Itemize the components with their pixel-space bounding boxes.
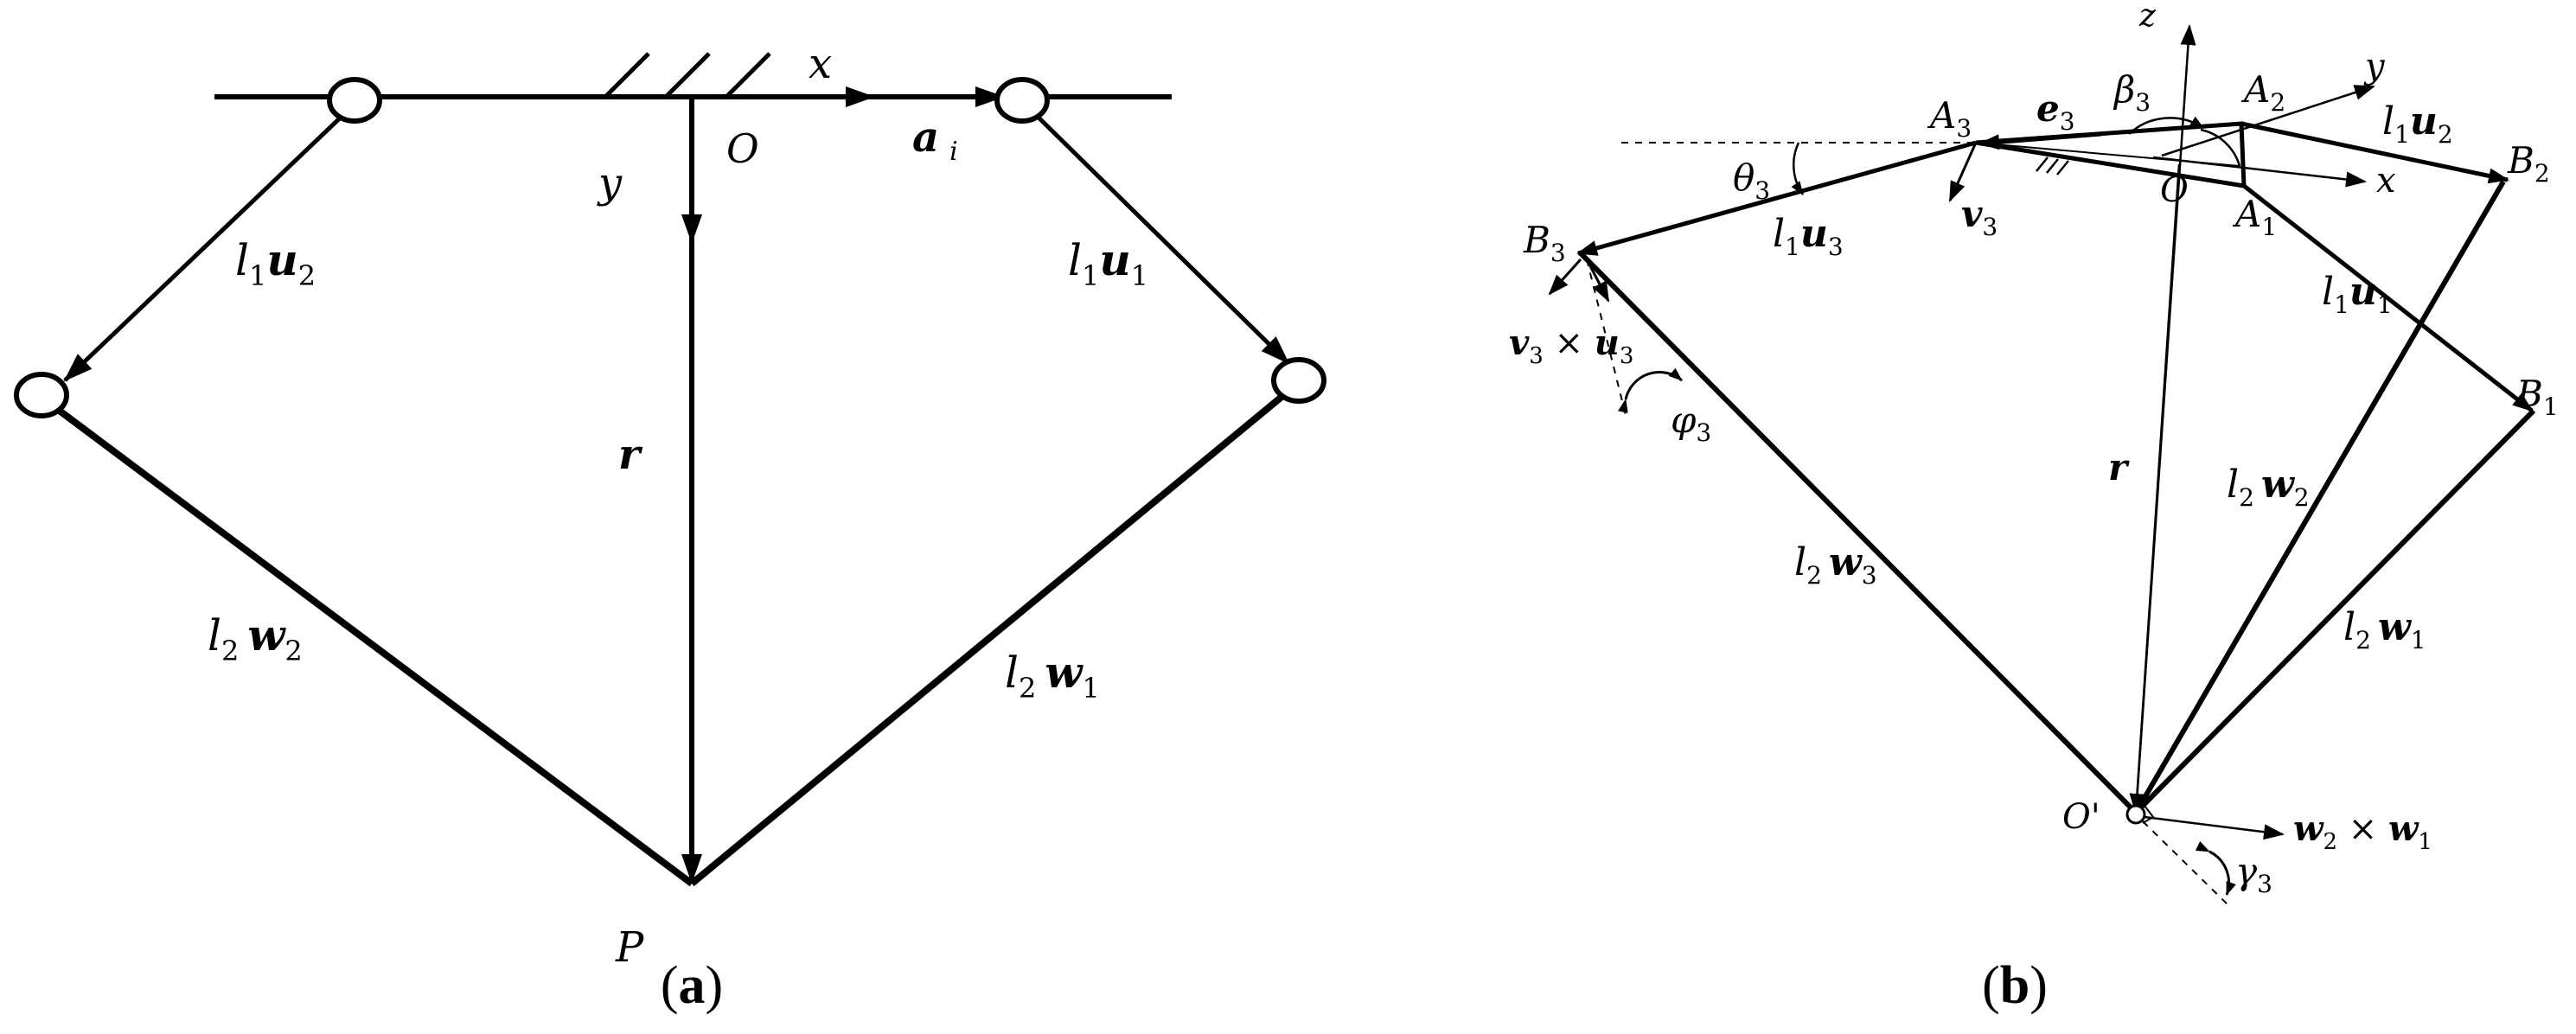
label-origin-b: O: [2160, 170, 2189, 210]
label-l1u2-b: l1u2: [2382, 99, 2453, 149]
origin-prime-joint: [2125, 804, 2146, 825]
label-e3: e3: [2036, 87, 2075, 136]
r-vector-b: [2129, 163, 2181, 814]
label-x-axis-b: x: [2376, 161, 2396, 201]
l1u2-link-b: [2240, 121, 2509, 184]
label-theta3: θ3: [1733, 156, 1770, 205]
v3xu3-arrow: [1585, 258, 1610, 303]
beta3-arc-2: [2200, 128, 2241, 167]
label-b1: B1: [2515, 373, 2559, 421]
l1u2-link: [63, 111, 348, 382]
label-l1u1-b: l1u1: [2322, 270, 2393, 319]
l2w1-link: [689, 390, 1288, 887]
l1u1-link-b: [2242, 184, 2534, 412]
label-a1: A1: [2232, 193, 2277, 241]
v3-arrow: [1948, 142, 1978, 202]
ground-hatch-b: [2036, 156, 2069, 176]
base-triangle: [1975, 121, 2247, 188]
ground-hatch: [604, 52, 771, 99]
l2w1-link-b: [2133, 408, 2536, 815]
x-axis-arrow-b: [2152, 156, 2367, 188]
theta3-arc: [1791, 142, 1805, 195]
label-a3: A3: [1927, 94, 1972, 143]
l2w2-link: [51, 403, 694, 887]
label-l1u1: l1u1: [1068, 234, 1148, 292]
right-angle-mark: [2142, 805, 2155, 824]
oprime-dashed-line: [2142, 820, 2232, 909]
gamma3-arc: [2195, 841, 2236, 896]
label-v3: v3: [1961, 193, 1998, 241]
label-a2: A2: [2240, 68, 2285, 117]
phi3-arc: [1617, 367, 1683, 413]
label-l1u3: l1u3: [1773, 212, 1844, 261]
label-z-axis: z: [2138, 0, 2157, 34]
y-axis-arrow-b: [2161, 85, 2375, 157]
w2xw1-arrow: [2144, 815, 2285, 840]
l1u3-link: [1576, 140, 1977, 256]
label-r-vector-b: r: [2108, 446, 2130, 488]
label-beta3: β3: [2113, 68, 2151, 117]
e3-arrow: [1978, 131, 2102, 150]
l2w3-link: [1577, 250, 2138, 815]
label-point-p: P: [615, 923, 644, 972]
label-origin-prime: O': [2062, 797, 2100, 837]
beta3-arc: [2128, 116, 2204, 135]
label-b2: B2: [2507, 139, 2550, 188]
label-y-axis: y: [597, 159, 623, 207]
label-r-vector: r: [618, 431, 643, 479]
label-gamma3: γ3: [2235, 850, 2272, 898]
joint-left-bottom: [14, 372, 69, 418]
label-b3: B3: [1523, 219, 1566, 267]
label-phi3: φ3: [1671, 399, 1711, 447]
label-origin: O: [726, 125, 759, 172]
label-v3xu3: v3 × u3: [1509, 322, 1633, 369]
figure-b: z y x O O' r A3 A2 A1 B3 B2 B1 e3 β3 θ3 …: [1509, 0, 2559, 1015]
label-w2xw1: w2 × w1: [2293, 808, 2432, 855]
l2w2-link-b: [2133, 180, 2506, 814]
caption-b: (b): [1982, 956, 2048, 1015]
joint-right-bottom: [1271, 357, 1326, 404]
caption-a: (a): [661, 956, 723, 1015]
label-l1u2: l1u2: [235, 234, 316, 292]
label-x-axis: x: [809, 40, 832, 88]
label-y-axis-b: y: [2363, 47, 2386, 86]
v3-arrow-at-b3: [1548, 258, 1582, 296]
joint-right-top: [994, 77, 1050, 124]
l1u1-link: [1032, 111, 1290, 365]
joint-left-top: [327, 77, 382, 124]
